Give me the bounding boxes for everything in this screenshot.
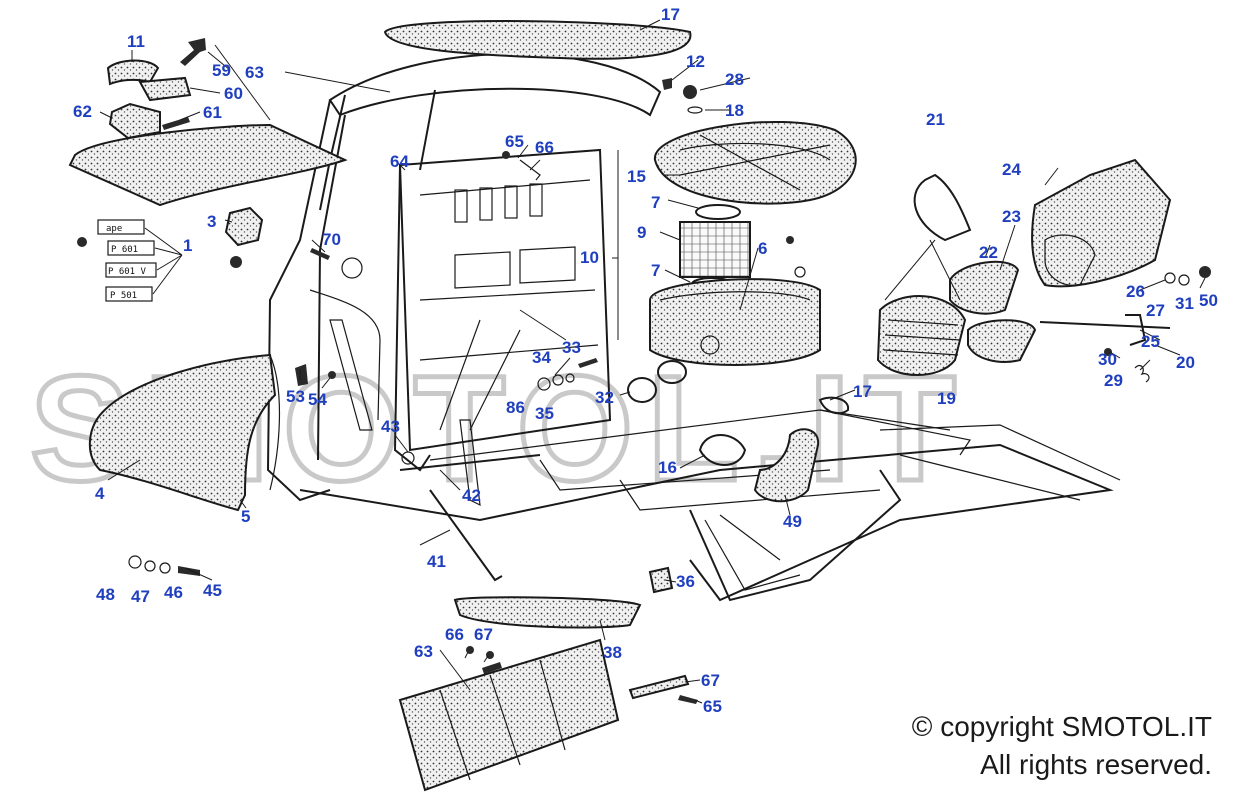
part-label: 53 (286, 387, 305, 406)
part-label: 21 (926, 110, 945, 129)
elbow-duct-part (753, 428, 820, 503)
heater-assembly (649, 120, 857, 366)
part-label: 7 (651, 193, 660, 212)
plate-label-p501: P 501 (110, 291, 137, 301)
part-label: 11 (127, 32, 145, 51)
part-label: 16 (658, 458, 677, 477)
duct-hose-part (698, 434, 747, 466)
part-label: 15 (627, 167, 646, 186)
part-labels: 17 11 59 63 60 61 62 64 65 66 12 28 18 1… (73, 5, 1218, 716)
part-label: 17 (661, 5, 680, 24)
part-label: 41 (427, 552, 446, 571)
part-label: 48 (96, 585, 115, 604)
rod-part (429, 489, 503, 582)
part-label: 67 (701, 671, 720, 690)
part-label: 50 (1199, 291, 1218, 310)
badge-part (224, 206, 264, 268)
part-label: 70 (322, 230, 341, 249)
part-label: 30 (1098, 350, 1117, 369)
part-label: 65 (703, 697, 722, 716)
part-label: 18 (725, 101, 744, 120)
part-label: 22 (979, 243, 998, 262)
part-label: 61 (203, 103, 222, 122)
part-label: 27 (1146, 301, 1165, 320)
plate-label-p601: P 601 (111, 245, 138, 255)
part-label: 20 (1176, 353, 1195, 372)
part-label: 60 (224, 84, 243, 103)
part-label: 3 (207, 212, 216, 231)
part-label: 62 (73, 102, 92, 121)
part-label: 32 (595, 388, 614, 407)
part-label: 23 (1002, 207, 1021, 226)
part-label: 42 (462, 486, 481, 505)
part-label: 12 (686, 52, 705, 71)
part-label: 46 (164, 583, 183, 602)
part-label: 29 (1104, 371, 1123, 390)
right-assembly (876, 158, 1211, 383)
part-label: 54 (308, 390, 327, 409)
part-label: 49 (783, 512, 802, 531)
part-label: 38 (603, 643, 622, 662)
part-label: 5 (241, 507, 250, 526)
part-label: 34 (532, 348, 551, 367)
part-label: 45 (203, 581, 222, 600)
part-label: 66 (535, 138, 554, 157)
part-label: 33 (562, 338, 581, 357)
part-label: 4 (95, 484, 105, 503)
part-label: 6 (758, 239, 767, 258)
knob-part (180, 38, 206, 66)
part-label: 63 (414, 642, 433, 661)
part-label: 35 (535, 404, 554, 423)
part-label: 31 (1175, 294, 1194, 313)
part-label: 86 (506, 398, 525, 417)
shelf-panel-part (68, 123, 348, 207)
name-plates: ape P 601 P 601 V P 501 (77, 219, 183, 302)
part-label: 65 (505, 132, 524, 151)
rights-line: All rights reserved. (980, 749, 1212, 780)
part-label: 24 (1002, 160, 1021, 179)
part-label: 9 (637, 223, 646, 242)
part-label: 67 (474, 625, 493, 644)
bracket-part (138, 76, 192, 102)
part-label: 7 (651, 261, 660, 280)
part-label: 10 (580, 248, 599, 267)
part-label: 26 (1126, 282, 1145, 301)
side-panel-part (88, 353, 277, 512)
part-label: 19 (937, 389, 956, 408)
part-label: 17 (853, 382, 872, 401)
copyright-line: © copyright SMOTOL.IT (911, 711, 1212, 742)
leader-lines (99, 19, 1206, 704)
part-label: 64 (390, 152, 409, 171)
part-label: 66 (445, 625, 464, 644)
copyright-notice: © copyright SMOTOL.IT All rights reserve… (912, 708, 1212, 784)
part-label: 36 (676, 572, 695, 591)
part-label: 59 (212, 61, 231, 80)
part-label: 63 (245, 63, 264, 82)
part-label: 1 (183, 236, 192, 255)
fasteners-group (128, 555, 200, 576)
lower-parts (398, 566, 698, 792)
part-label: 25 (1141, 332, 1160, 351)
plate-label-ape: ape (106, 224, 122, 234)
grommet-part (627, 377, 657, 403)
plate-label-p601v: P 601 V (108, 267, 147, 277)
roof-liner-part (383, 20, 692, 60)
part-label: 43 (381, 417, 400, 436)
plate-part (108, 102, 161, 140)
part-label: 47 (131, 587, 150, 606)
part-label: 28 (725, 70, 744, 89)
